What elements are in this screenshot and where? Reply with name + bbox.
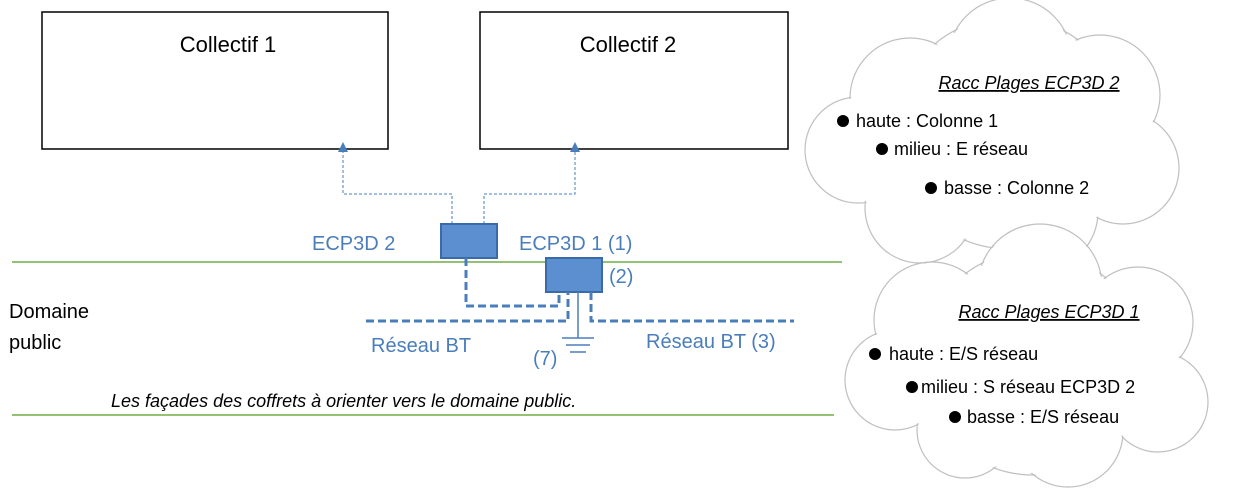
cable-ecp3d2-to-ecp3d1 — [464, 258, 561, 308]
connector-to-collectif-1 — [338, 142, 453, 224]
cloud-top-shape — [804, 0, 1180, 271]
cloud-top-bullet-3 — [925, 182, 937, 194]
cloud-top-item-3: basse : Colonne 2 — [944, 178, 1089, 198]
collectif-2-label: Collectif 2 — [580, 32, 677, 57]
marker-2: (2) — [609, 266, 633, 288]
reseau-bt-right-label: Réseau BT (3) — [646, 331, 776, 353]
ecp3d-1-box — [545, 257, 603, 293]
domaine-public-line-1: Domaine — [9, 301, 89, 323]
collectif-1-box — [41, 11, 389, 150]
cloud-bottom-shape — [844, 223, 1209, 488]
cloud-top-item-1: haute : Colonne 1 — [856, 111, 998, 131]
collectif-1-label: Collectif 1 — [180, 32, 277, 57]
domaine-public-line-2: public — [9, 332, 61, 354]
cloud-bottom-bullet-3 — [949, 411, 961, 423]
connector-to-collectif-2 — [483, 142, 580, 224]
cloud-top-title: Racc Plages ECP3D 2 — [938, 73, 1119, 93]
cloud-top-item-2: milieu : E réseau — [894, 139, 1028, 159]
ecp3d-2-label: ECP3D 2 — [312, 233, 395, 255]
orientation-note: Les façades des coffrets à orienter vers… — [111, 391, 576, 411]
cable-reseau-bt-right — [589, 292, 794, 323]
ecp3d-1-label: ECP3D 1 (1) — [519, 233, 632, 255]
cloud-bottom-title: Racc Plages ECP3D 1 — [958, 302, 1139, 322]
ecp3d-2-box — [440, 223, 498, 259]
cloud-bottom-item-2: milieu : S réseau ECP3D 2 — [921, 377, 1135, 397]
marker-7: (7) — [533, 348, 557, 370]
cloud-bottom-bullet-2 — [906, 381, 918, 393]
cable-reseau-bt-left — [366, 292, 570, 323]
cloud-bottom-item-1: haute : E/S réseau — [889, 344, 1038, 364]
reseau-bt-left-label: Réseau BT — [371, 335, 471, 357]
cloud-bottom-item-3: basse : E/S réseau — [967, 407, 1119, 427]
cloud-bottom-bullet-1 — [869, 348, 881, 360]
cloud-top-bullet-2 — [876, 143, 888, 155]
collectif-2-box — [479, 11, 789, 150]
cloud-top-bullet-1 — [837, 115, 849, 127]
